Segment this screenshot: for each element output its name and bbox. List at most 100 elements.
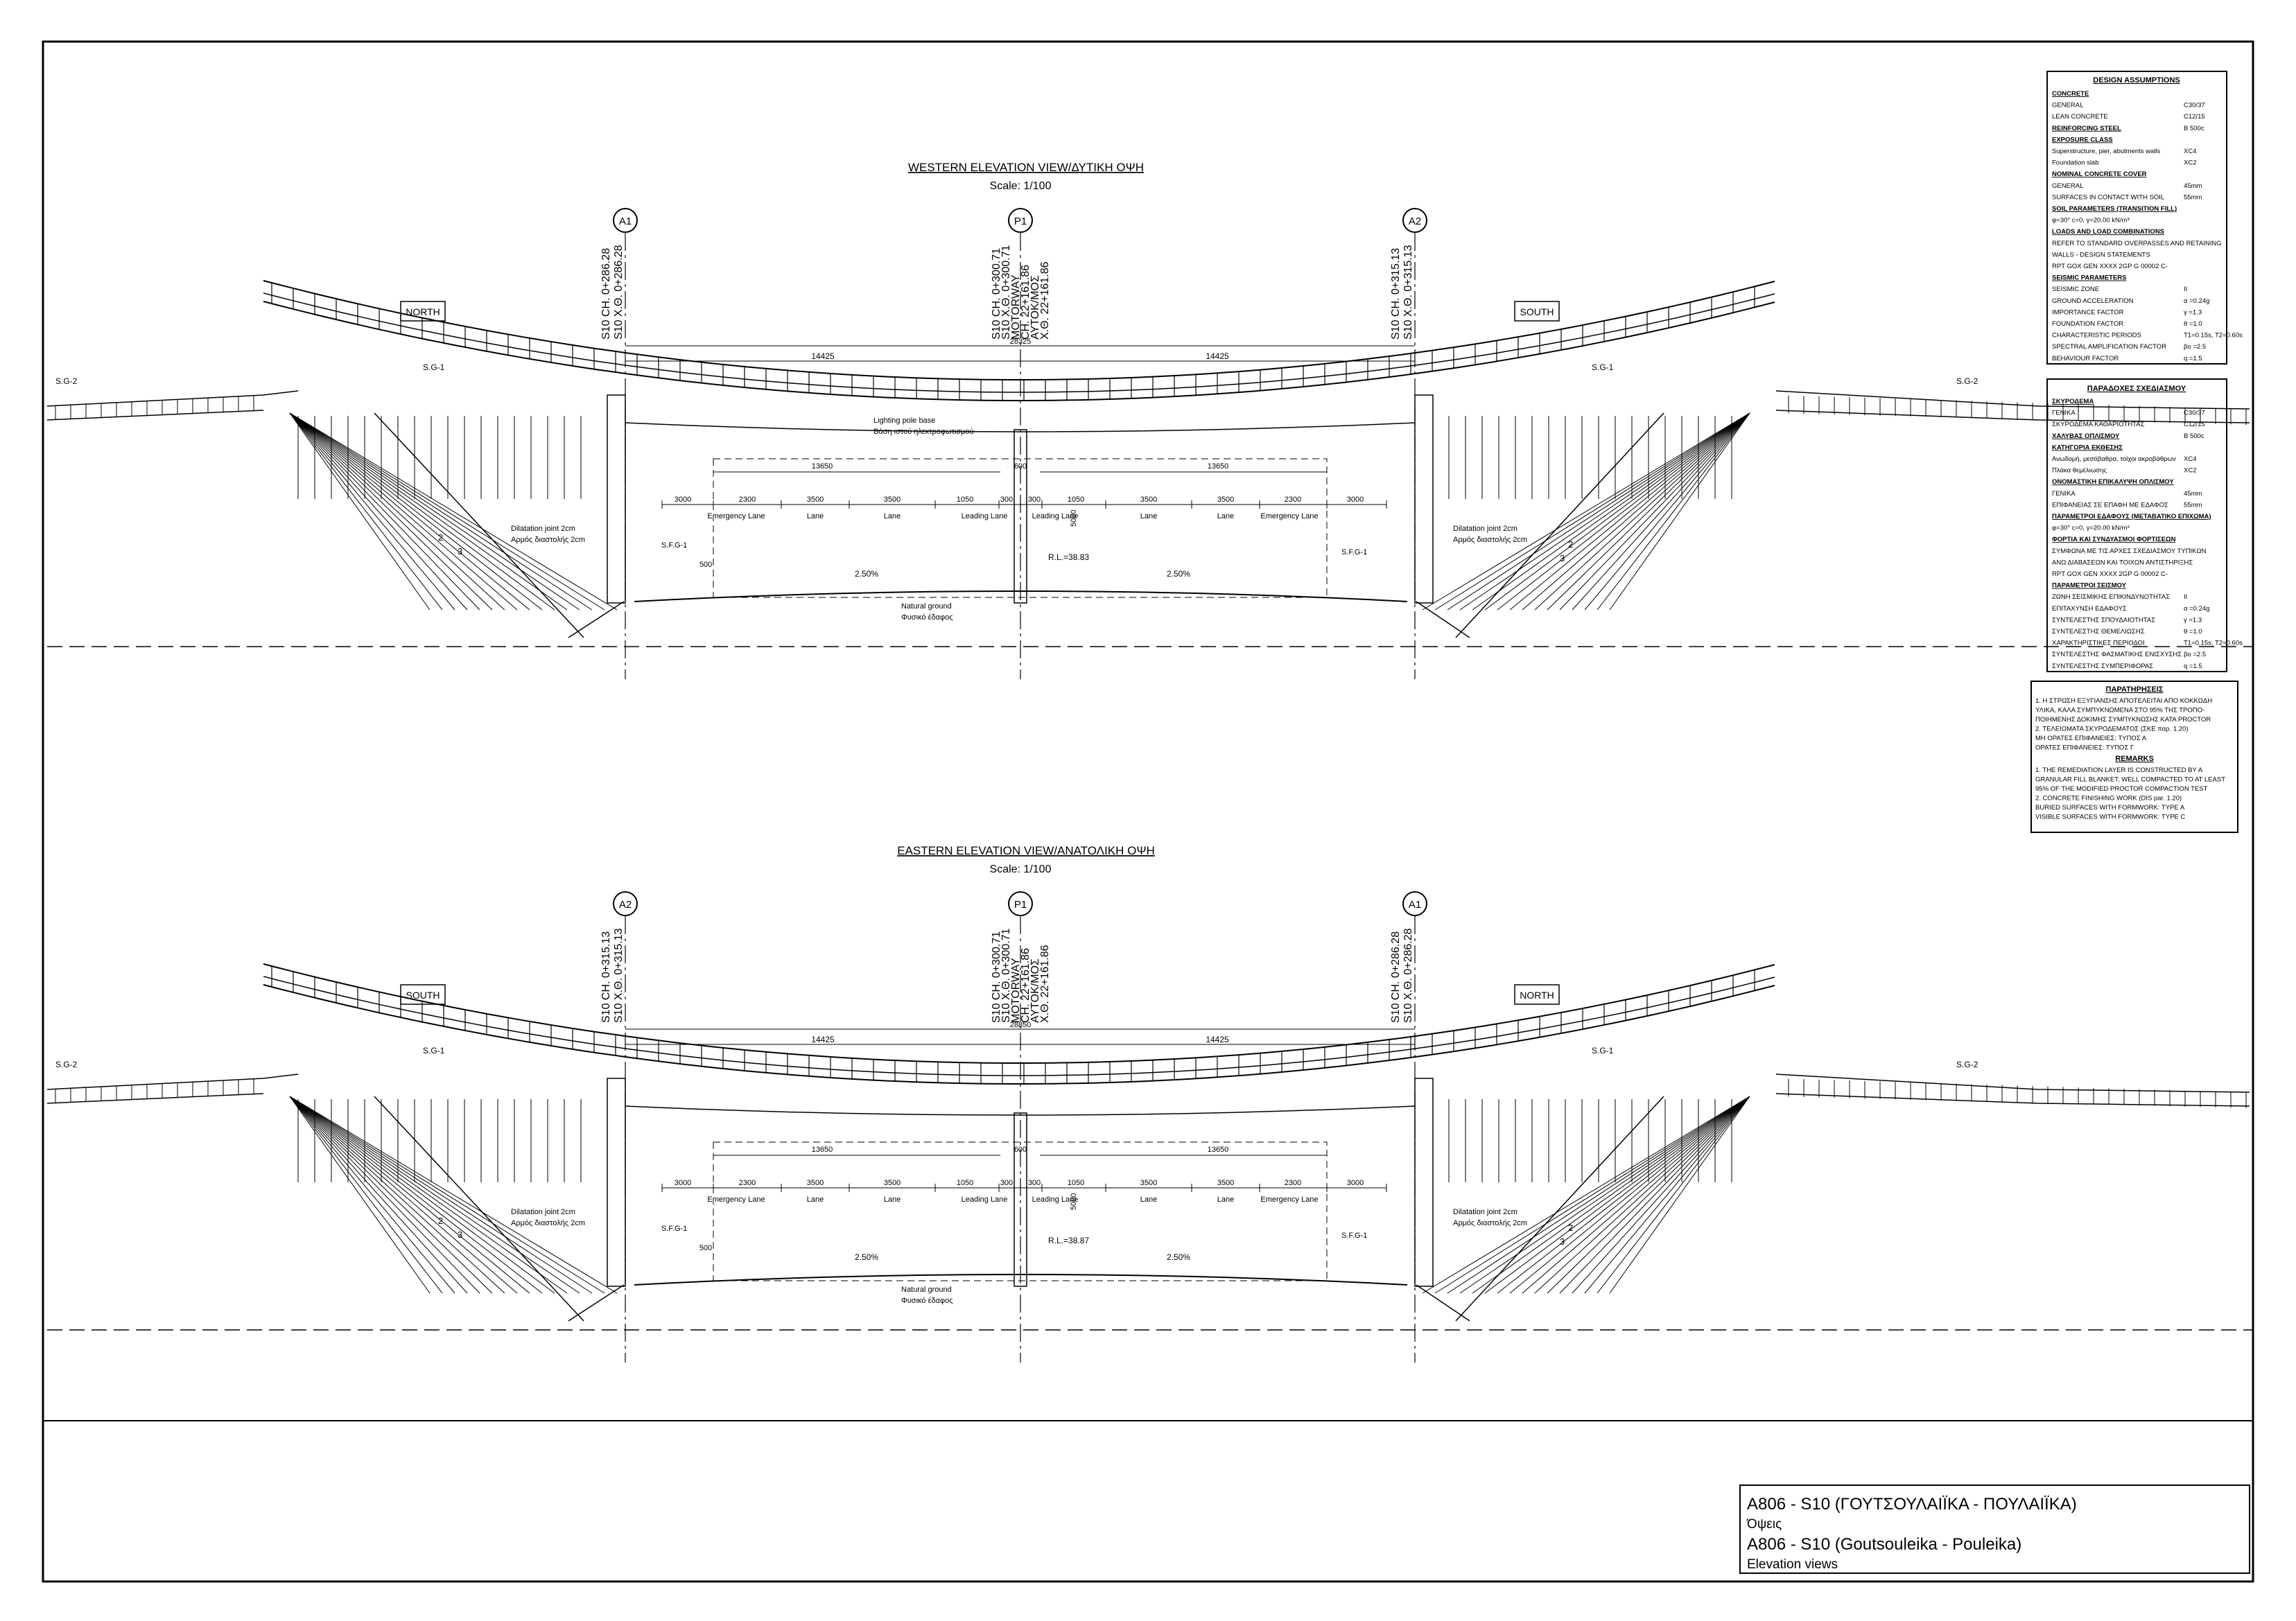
remark-line: 2. ΤΕΛΕΙΩΜΑΤΑ ΣΚΥΡΟΔΕΜΑΤΟΣ (ΣΚΕ παρ. 1.2… — [2035, 726, 2188, 733]
embankment-line-right — [1472, 412, 1750, 611]
axis-bubble — [613, 208, 638, 233]
embankment-line-left — [289, 412, 555, 611]
embankment-line-right — [1584, 412, 1750, 611]
chainage-label: MOTORWAY — [1010, 958, 1022, 1023]
lane-dimension: 300 — [1028, 496, 1041, 504]
embankment-line-right — [1522, 1096, 1750, 1294]
lane-dimension: 3500 — [807, 1179, 824, 1187]
crossfall: 2.50% — [1167, 1252, 1190, 1262]
sg-label: S.G-2 — [1956, 376, 1978, 386]
lane-label: Lane — [1140, 512, 1157, 520]
axis-bubble — [613, 891, 638, 916]
lane-dimension: 3500 — [1217, 496, 1234, 504]
road-surface — [634, 1274, 1408, 1286]
lane-label: Leading Lane — [962, 512, 1008, 520]
embankment-line-left — [289, 412, 518, 611]
table-row-label: GENERAL — [2052, 102, 2083, 109]
remark-line: VISIBLE SURFACES WITH FORMWORK: TYPE C — [2035, 814, 2185, 821]
chainage-label: ΑΥΤΟΚ/ΜΟΣ — [1029, 958, 1041, 1023]
joint-note: Dilatation joint 2cm — [1453, 525, 1517, 533]
footing-left — [568, 1284, 625, 1322]
lane-label: Leading Lane — [962, 1195, 1008, 1204]
table-row-label: ΑΝΩ ΔΙΑΒΑΣΕΩΝ ΚΑΙ ΤΟΙΧΩΝ ΑΝΤΙΣΤΗΡΙΞΗΣ — [2052, 559, 2193, 566]
lane-dimension: 3000 — [1347, 496, 1364, 504]
chainage-label: CH. 22+161.86 — [1020, 948, 1032, 1023]
table-row-label: SOIL PARAMETERS (TRANSITION FILL) — [2052, 205, 2177, 213]
deck-soffit — [625, 422, 1416, 432]
slope-right — [1455, 412, 1664, 638]
joint-note: Dilatation joint 2cm — [1453, 1208, 1517, 1216]
slope-ratio: 2 — [438, 532, 443, 543]
compass-label-left: SOUTH — [406, 990, 440, 1001]
guardrail-left — [46, 390, 299, 407]
clearance-value: 5080 — [1070, 1193, 1078, 1210]
compass-box-right — [1514, 984, 1560, 1005]
slope-ratio: 2 — [438, 1216, 443, 1226]
table-row-label: FOUNDATION FACTOR — [2052, 320, 2123, 328]
slope-right — [1455, 1096, 1664, 1322]
table-row-label: Superstructure, pier, abutments walls — [2052, 148, 2161, 155]
guardrail-right — [1775, 1074, 2250, 1093]
table-row-label: ΠΑΡΑΜΕΤΡΟΙ ΣΕΙΣΜΟΥ — [2052, 582, 2127, 590]
table-row-label: ΕΠΙΦΑΝΕΙΑΣ ΣΕ ΕΠΑΦΗ ΜΕ ΕΔΑΦΟΣ — [2052, 501, 2168, 509]
embankment-line-left — [289, 1096, 568, 1294]
lane-label: Emergency Lane — [1260, 1195, 1318, 1204]
joint-note: Αρμός διαστολής 2cm — [511, 536, 585, 544]
table-row-label: ΧΑΛΥΒΑΣ ΟΠΛΙΣΜΟΥ — [2052, 432, 2120, 440]
lane-dimension: 1050 — [1068, 1179, 1084, 1187]
embankment-line-left — [289, 1096, 430, 1294]
lane-dimension: 2300 — [1285, 1179, 1301, 1187]
ground-note: Natural ground — [901, 602, 952, 611]
table-row-value: γ =1.3 — [2184, 616, 2202, 624]
guardrail-left-lower — [46, 1093, 264, 1104]
joint-note: Αρμός διαστολής 2cm — [1453, 536, 1527, 544]
embankment-line-left — [289, 1096, 505, 1294]
level-note: R.L.=38.87 — [1048, 1236, 1089, 1245]
lane-label: Leading Lane — [1032, 512, 1079, 520]
embankment-line-left — [289, 412, 493, 611]
table-row-value: βο =2.5 — [2184, 651, 2206, 658]
sheet-border — [42, 40, 2254, 1583]
lane-label: Lane — [884, 512, 901, 520]
lane-group-width: 13650 — [1208, 1146, 1229, 1154]
abutment-wall-right — [1414, 1078, 1434, 1287]
embankment-line-left — [289, 1096, 618, 1294]
lane-group-width: 13650 — [812, 1146, 833, 1154]
lane-dimension: 3500 — [1140, 496, 1157, 504]
curb-height: 500 — [699, 561, 712, 569]
table-row-value: 45mm — [2184, 490, 2202, 498]
table-row-label: ΣΥΝΤΕΛΕΣΤΗΣ ΘΕΜΕΛΙΩΣΗΣ — [2052, 628, 2145, 636]
compass-label-right: NORTH — [1520, 990, 1554, 1001]
embankment-line-left — [289, 412, 530, 611]
table-row-label: ΓΕΝΙΚΑ — [2052, 490, 2076, 498]
lane-dimension: 3500 — [807, 496, 824, 504]
guardrail-right-lower — [1775, 1093, 2250, 1107]
lane-dimension: 1050 — [1068, 496, 1084, 504]
table-row-label: ΧΑΡΑΚΤΗΡΙΣΤΙΚΕΣ ΠΕΡΙΟΔΟΙ — [2052, 640, 2145, 647]
sg-label: S.G-1 — [1592, 1046, 1614, 1055]
table-row-value: 45mm — [2184, 182, 2202, 190]
table-row-label: CHARACTERISTIC PERIODS — [2052, 332, 2141, 340]
pier — [1014, 1112, 1027, 1287]
table-row-label: BEHAVIOUR FACTOR — [2052, 355, 2119, 362]
lane-label: Lane — [807, 512, 824, 520]
crossfall: 2.50% — [1167, 569, 1190, 579]
chainage-label: S10 CH. 0+300.71 — [991, 931, 1002, 1023]
railing-mid — [263, 292, 1775, 393]
slope-ratio: 3 — [1560, 1236, 1565, 1247]
embankment-line-right — [1597, 1096, 1750, 1294]
table-row-label: GENERAL — [2052, 182, 2083, 190]
table-row-value: 55mm — [2184, 501, 2202, 509]
lane-label: Lane — [1217, 512, 1234, 520]
half-span: 14425 — [1206, 351, 1229, 361]
slope-ratio: 3 — [1560, 553, 1565, 563]
table-row-label: REINFORCING STEEL — [2052, 125, 2121, 132]
half-span: 14425 — [1206, 1035, 1229, 1044]
table-row-label: SEISMIC PARAMETERS — [2052, 274, 2127, 282]
view-scale: Scale: 1/100 — [990, 180, 1052, 192]
lane-dimension: 1050 — [957, 1179, 973, 1187]
embankment-line-right — [1447, 412, 1750, 611]
embankment-line-left — [289, 1096, 468, 1294]
table-row-label: ΣΥΝΤΕΛΕΣΤΗΣ ΦΑΣΜΑΤΙΚΗΣ ΕΝΙΣΧΥΣΗΣ — [2052, 651, 2182, 658]
